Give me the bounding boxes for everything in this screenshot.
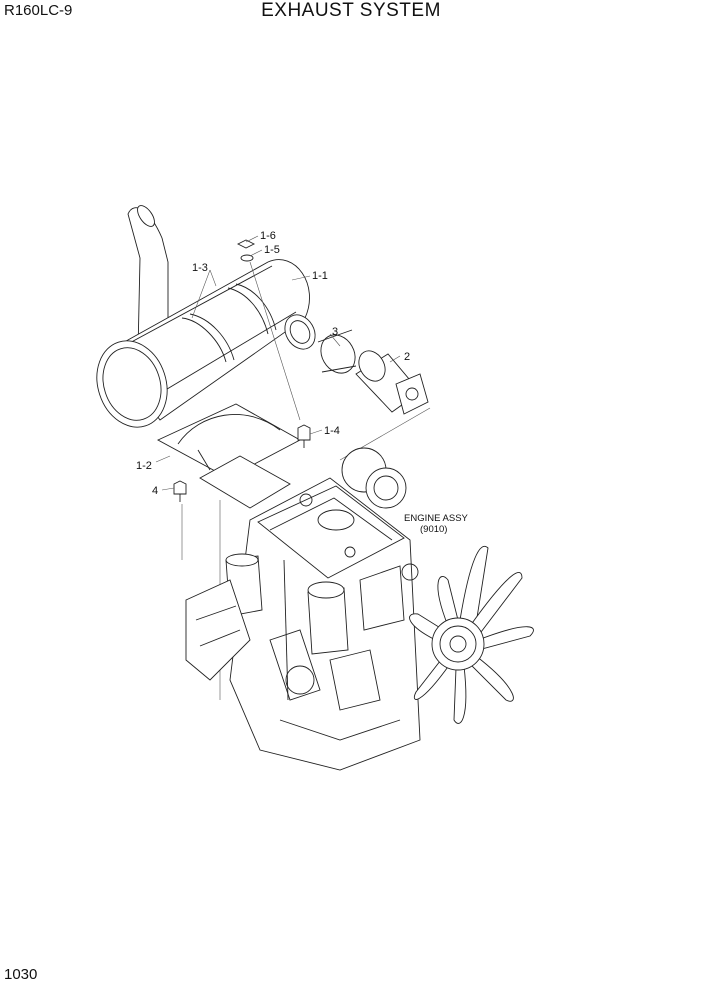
bracket-base — [199, 455, 291, 509]
bolt-1-4 — [297, 424, 311, 441]
tail-pipe-outlet — [137, 205, 155, 227]
callout-3: 3 — [332, 326, 338, 338]
muffler-end-cap — [96, 340, 168, 428]
nut-1-6 — [236, 239, 256, 249]
cooling-fan — [409, 546, 534, 724]
engine-assy-label: ENGINE ASSY — [404, 513, 469, 524]
callout-1-3: 1-3 — [192, 262, 208, 274]
cylinder-head-cover — [257, 485, 405, 579]
muffler-strap-left — [181, 317, 227, 363]
model-code: R160LC-9 — [4, 2, 73, 19]
callout-4: 4 — [152, 485, 158, 497]
callout-2: 2 — [404, 351, 410, 363]
washer-1-5 — [240, 254, 254, 262]
engine-assembly — [185, 447, 421, 771]
clamp-3 — [317, 329, 357, 374]
exhaust-pipe-2 — [355, 350, 429, 415]
page-title: EXHAUST SYSTEM — [261, 0, 441, 21]
callout-1-1: 1-1 — [312, 270, 328, 282]
muffler-strap-right — [227, 287, 269, 335]
page-number: 1030 — [4, 966, 38, 983]
pipe-flange — [395, 373, 429, 415]
engine-assy-ref: (9010) — [420, 524, 447, 535]
callout-1-5: 1-5 — [264, 244, 280, 256]
muffler-assembly — [96, 205, 316, 509]
callout-1-2: 1-2 — [136, 460, 152, 472]
engine-left-housing — [185, 579, 251, 681]
callout-1-6: 1-6 — [260, 230, 276, 242]
bolt-4 — [173, 480, 187, 495]
callout-1-4: 1-4 — [324, 425, 340, 437]
